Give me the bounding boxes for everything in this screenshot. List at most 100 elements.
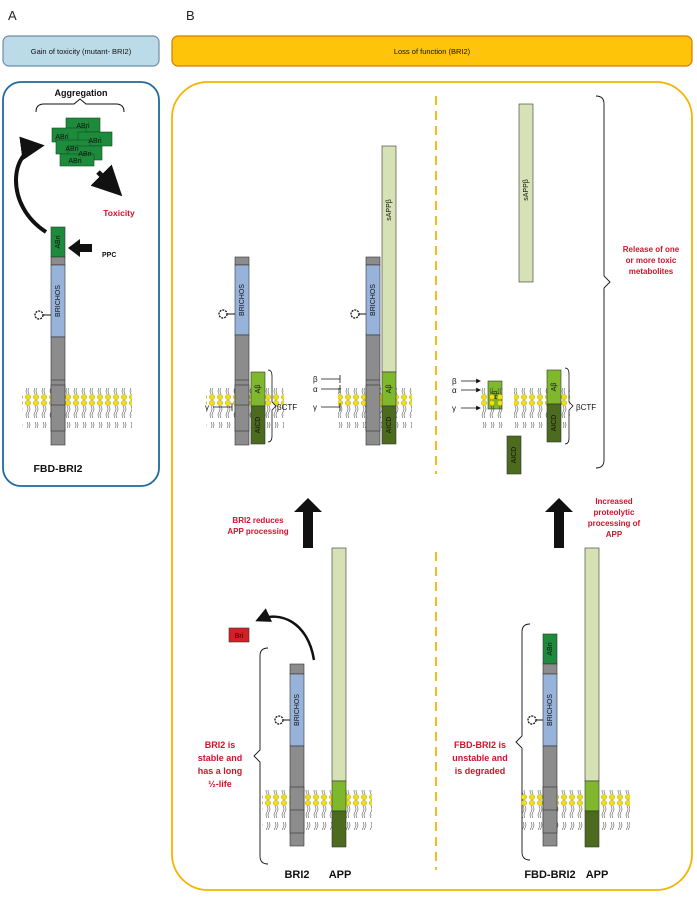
glycosylation-icon <box>218 309 235 319</box>
aicd-segment <box>381 405 397 445</box>
aggregation-label: Aggregation <box>55 88 108 98</box>
bri-peptide <box>228 627 250 643</box>
ppc-arrow <box>68 239 92 257</box>
aggregation-curved-arrow <box>14 136 48 234</box>
release-text-line: or more toxic <box>626 256 677 265</box>
alpha-label: α <box>452 386 457 395</box>
aicd-free <box>506 435 522 475</box>
release-text-line: Release of one <box>623 245 680 254</box>
membrane-b3b <box>514 388 570 428</box>
app-aicd <box>331 810 347 848</box>
fbd-unstable-line: FBD-BRI2 is <box>454 740 506 750</box>
aicd-label: AICD <box>255 417 262 434</box>
abri-domain-label: ABri <box>55 235 62 249</box>
panel-a-header-box <box>2 35 160 67</box>
panel-b-header-text: Loss of function (BRI2) <box>394 47 471 56</box>
bri2-bottom-label: BRI2 <box>284 869 309 881</box>
fbd-unstable-bracket <box>515 623 531 861</box>
aicd-segment <box>250 405 266 445</box>
abri-block-label: ABri <box>68 158 82 165</box>
gamma-label: γ <box>452 404 456 413</box>
abri-block-label: ABri <box>88 138 102 145</box>
increased-processing-line: Increased <box>595 497 632 506</box>
fbd-bri2-bottom-label: FBD-BRI2 <box>524 869 575 881</box>
aicd-label: AICD <box>511 447 518 464</box>
bri2-stable-line: has a long <box>198 766 243 776</box>
sappb-segment <box>381 145 397 373</box>
beta-label: β <box>313 375 318 384</box>
abri-label: ABri <box>547 642 554 656</box>
panel-b-letter: B <box>186 8 195 23</box>
app-sappb <box>331 547 347 782</box>
gamma-label: γ <box>205 403 209 412</box>
panel-a-header-text: Gain of toxicity (mutant- BRI2) <box>31 47 132 56</box>
bctf-label: βCTF <box>576 403 596 412</box>
bri2-reduces-line: BRI2 reduces <box>232 516 284 525</box>
bri2-stable-line: ½-life <box>208 779 232 789</box>
brichos-label: BRICHOS <box>547 694 554 726</box>
bctf-bracket <box>267 369 277 443</box>
bri2-reduces-line: APP processing <box>227 527 288 536</box>
panel-a-frame <box>2 81 160 487</box>
glycosylation-icon <box>34 310 51 320</box>
bri2-stable-line: stable and <box>198 753 243 763</box>
abeta-label: Aβ <box>255 385 262 394</box>
release-text-line: metabolites <box>629 267 674 276</box>
brichos-label: BRICHOS <box>55 285 62 317</box>
beta-label: β <box>452 377 457 386</box>
app-aicd <box>584 810 600 848</box>
bctf-label: βCTF <box>277 403 297 412</box>
app-abeta <box>331 780 347 812</box>
fbd-bri2-title-a: FBD-BRI2 <box>34 463 83 475</box>
brichos-label: BRICHOS <box>239 284 246 316</box>
aggregation-bracket <box>35 98 125 113</box>
increased-processing-line: processing of <box>588 519 641 528</box>
sappb-label: sAPPβ <box>386 199 393 221</box>
ppc-label: PPC <box>102 252 116 259</box>
panel-b-frame <box>171 81 693 891</box>
membrane-b4 <box>262 790 372 830</box>
abri-block-label: ABri <box>76 123 90 130</box>
glycosylation-icon <box>274 715 290 725</box>
abri-aggregate: ABri ABri ABri ABri ABri ABri <box>51 117 113 167</box>
membrane-b3a <box>480 388 504 428</box>
increased-processing-line: APP <box>606 530 623 539</box>
aicd-label: AICD <box>551 415 558 432</box>
app-abeta <box>584 780 600 812</box>
process-arrow-right <box>545 498 573 548</box>
increased-processing-line: proteolytic <box>594 508 635 517</box>
toxicity-label: Toxicity <box>103 208 135 218</box>
bri2-stable-bracket <box>253 647 269 865</box>
fbd-unstable-line: is degraded <box>455 766 506 776</box>
panel-a-letter: A <box>8 8 17 23</box>
membrane-a <box>22 388 132 428</box>
app-sappb <box>584 547 600 782</box>
toxicity-arrow <box>90 164 123 197</box>
bctf-bracket <box>564 367 574 445</box>
abeta-label: Aβ <box>551 383 558 392</box>
sappb-label: sAPPβ <box>523 179 530 201</box>
abri-block-label: ABri <box>55 134 69 141</box>
brichos-label: BRICHOS <box>294 694 301 726</box>
alpha-label: α <box>313 385 318 394</box>
brichos-label: BRICHOS <box>370 284 377 316</box>
app-bottom-label: APP <box>586 869 609 881</box>
membrane-b5 <box>520 790 630 830</box>
glycosylation-icon <box>527 715 543 725</box>
abri-block-label: ABri <box>78 151 92 158</box>
fbd-unstable-line: unstable and <box>452 753 508 763</box>
sappb-free <box>518 103 534 283</box>
aicd-label: AICD <box>386 417 393 434</box>
panel-b-header-box <box>171 35 693 67</box>
gamma-label: γ <box>313 403 317 412</box>
release-bracket <box>595 95 611 469</box>
abri-block-label: ABri <box>65 146 79 153</box>
aicd-segment <box>546 403 562 443</box>
bri-label: Bri <box>235 633 244 640</box>
glycosylation-icon <box>350 309 366 319</box>
bri-release-arrow <box>255 608 316 661</box>
abeta-label: Aβ <box>386 385 393 394</box>
app-bottom-label: APP <box>329 869 352 881</box>
process-arrow-left <box>294 498 322 548</box>
